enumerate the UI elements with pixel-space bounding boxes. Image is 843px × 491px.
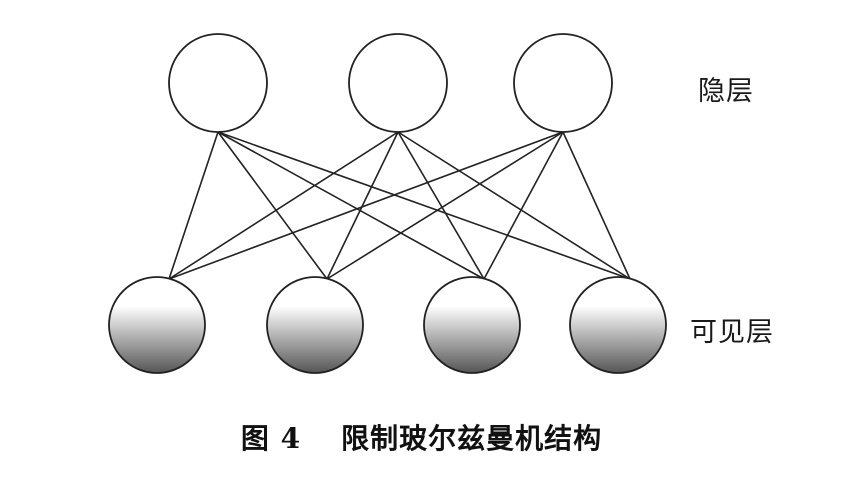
figure-number: 图 4 <box>240 422 302 455</box>
visible-unit-1 <box>108 276 206 374</box>
connection-edges <box>168 131 631 280</box>
hidden-unit-2 <box>348 33 448 133</box>
hidden-unit-1 <box>168 33 268 133</box>
edge-h2-v3 <box>397 131 485 280</box>
visible-layer <box>108 276 667 374</box>
visible-layer-label: 可见层 <box>690 317 774 348</box>
hidden-layer <box>168 33 613 133</box>
hidden-unit-3 <box>513 33 613 133</box>
edge-h3-v3 <box>483 131 564 280</box>
edge-h1-v4 <box>217 131 631 280</box>
edge-h2-v2 <box>326 131 399 280</box>
hidden-layer-label: 隐层 <box>698 76 754 107</box>
visible-unit-2 <box>266 276 364 374</box>
edge-h2-v4 <box>397 131 631 280</box>
visible-unit-4 <box>569 276 667 374</box>
edge-h3-v2 <box>326 131 564 280</box>
figure-caption: 图 4 限制玻尔兹曼机结构 <box>0 417 843 457</box>
edge-h3-v1 <box>168 131 564 280</box>
edge-h3-v4 <box>562 131 631 280</box>
edge-h1-v1 <box>168 131 219 280</box>
figure-title: 限制玻尔兹曼机结构 <box>341 422 603 455</box>
visible-unit-3 <box>423 276 521 374</box>
edge-h1-v2 <box>217 131 328 280</box>
edge-h1-v3 <box>217 131 485 280</box>
edge-h2-v1 <box>168 131 399 280</box>
